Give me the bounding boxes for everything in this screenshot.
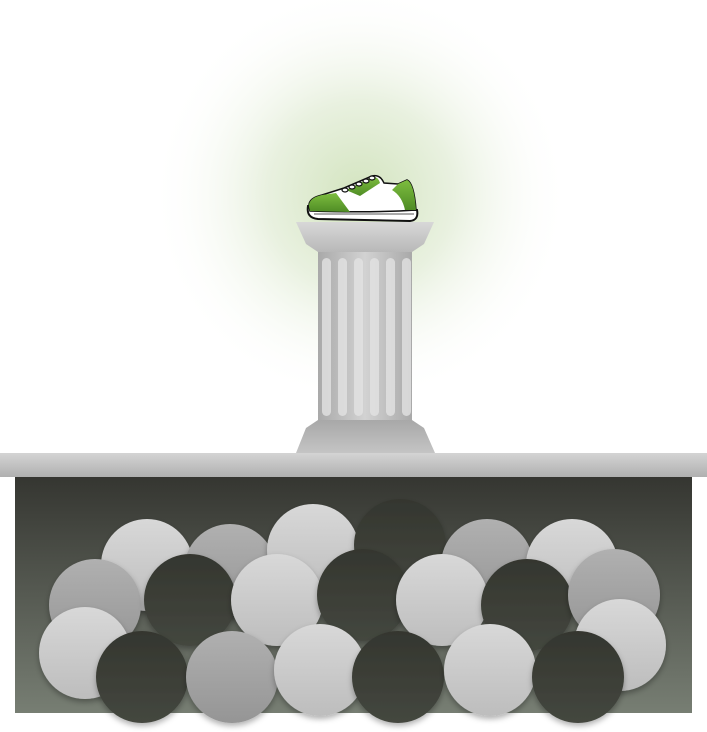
- shoe-laces: [341, 175, 376, 193]
- ball-light: [396, 554, 488, 646]
- ball-light: [231, 554, 323, 646]
- ball-dark: [317, 549, 409, 641]
- ball-dark: [352, 631, 444, 723]
- column-flute: [354, 258, 363, 416]
- ball-light: [444, 624, 536, 716]
- column-flute: [370, 258, 379, 416]
- column-flute: [386, 258, 395, 416]
- pedestal-base: [296, 420, 435, 453]
- pedestal-capital: [296, 222, 434, 252]
- column-flute: [338, 258, 347, 416]
- column-flute: [322, 258, 331, 416]
- shoe-toe: [308, 193, 350, 212]
- shelf: [0, 453, 707, 477]
- shoe-lacing: [346, 176, 380, 196]
- shoe-heel: [392, 180, 416, 210]
- ball-dark: [532, 631, 624, 723]
- ball-mid: [186, 631, 278, 723]
- ball-light: [274, 624, 366, 716]
- column-flutes: [322, 258, 411, 416]
- ball-dark: [144, 554, 236, 646]
- ball-pile: [39, 499, 666, 723]
- column-flute: [402, 258, 411, 416]
- shoe: [306, 174, 419, 223]
- pedestal-column: [318, 252, 412, 422]
- ball-dark: [96, 631, 188, 723]
- pedestal: [296, 222, 435, 453]
